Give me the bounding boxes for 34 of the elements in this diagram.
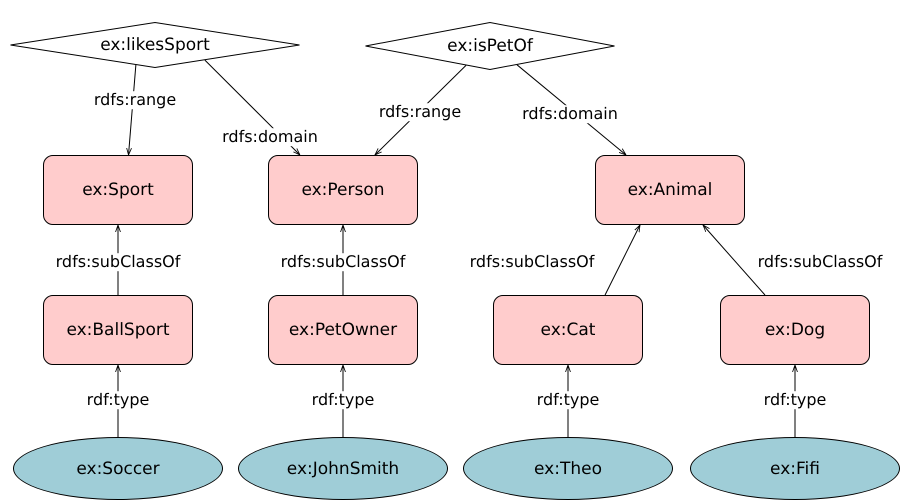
edge-label: rdfs:domain: [221, 128, 319, 146]
node-label: ex:Sport: [82, 180, 154, 200]
edge-label: rdf:type: [762, 391, 828, 409]
class-box: [43, 295, 193, 365]
class-box: [720, 295, 870, 365]
edge-label: rdfs:subClassOf: [54, 253, 182, 271]
node-label: ex:BallSport: [66, 320, 170, 340]
property-diamond: [10, 22, 300, 68]
node-label: ex:isPetOf: [447, 36, 533, 56]
node-label: ex:JohnSmith: [286, 458, 400, 478]
edge-label: rdf:type: [536, 391, 600, 409]
node-label: ex:Theo: [534, 458, 602, 478]
edge-label: rdf:type: [310, 391, 376, 409]
node-label: ex:Fifi: [770, 458, 820, 478]
node-label: ex:Person: [301, 180, 385, 200]
node-label: ex:likesSport: [100, 35, 210, 55]
class-box: [268, 295, 418, 365]
edge-label: rdfs:subClassOf: [280, 253, 406, 271]
class-box: [595, 155, 745, 225]
edge-label: rdfs:range: [92, 91, 178, 109]
class-box: [268, 155, 418, 225]
edge-label: rdf:type: [86, 391, 150, 409]
node-label: ex:Animal: [628, 180, 712, 200]
class-box: [493, 295, 643, 365]
node-label: ex:Cat: [540, 320, 596, 340]
node-label: ex:Soccer: [76, 458, 160, 478]
edge-label: rdfs:range: [378, 103, 462, 121]
arrow: [604, 224, 640, 296]
class-box: [43, 155, 193, 225]
edge-label: rdfs:domain: [521, 105, 619, 123]
arrow: [702, 224, 766, 296]
property-diamond: [365, 22, 615, 70]
node-label: ex:Dog: [764, 320, 826, 340]
node-label: ex:PetOwner: [288, 320, 398, 340]
